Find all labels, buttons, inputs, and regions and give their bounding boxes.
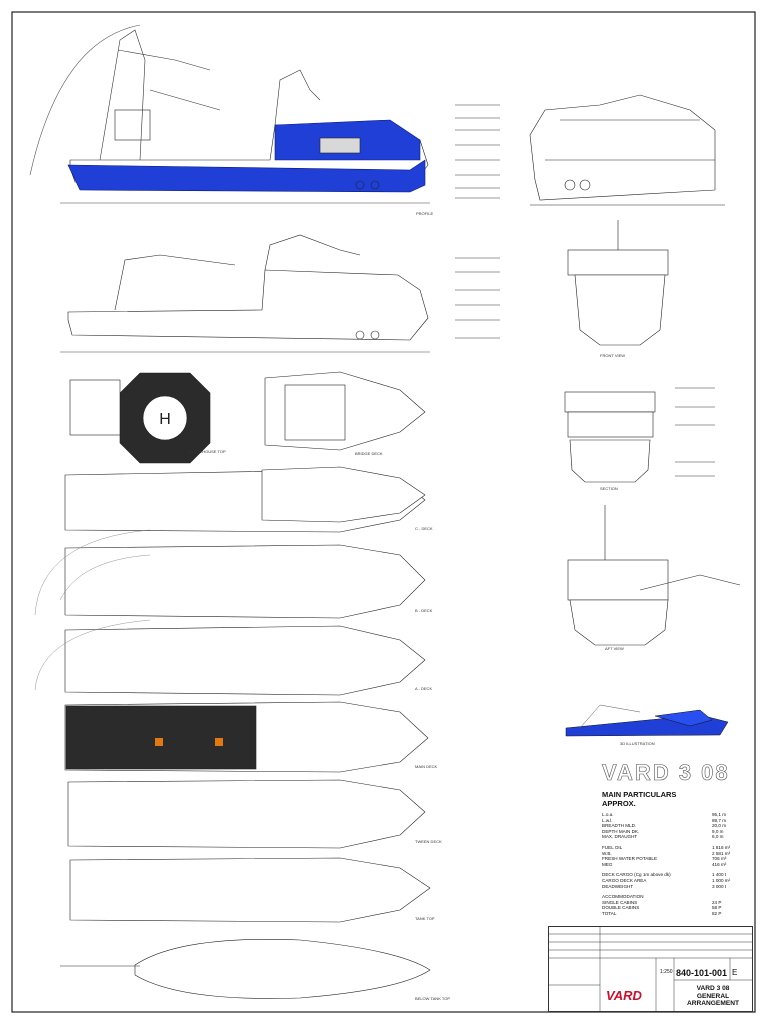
particular-value: 95,1 m [712, 812, 727, 817]
particular-row: FRESH WATER POTABLE 706 m³ [602, 856, 742, 862]
scale: 1:250 [660, 969, 673, 975]
label-a-deck: A - DECK [415, 686, 432, 691]
particular-row: BREADTH MLD. 20,0 m [602, 823, 742, 829]
label-wheelhouse-top: WHEELHOUSE TOP [188, 449, 226, 454]
particular-label: MEG [602, 861, 613, 867]
particular-value: 1 616 m³ [712, 844, 731, 850]
particular-label: DECK CARGO (Cg 1m above dk) [602, 872, 671, 878]
particular-value: 1 000 m² [712, 877, 731, 883]
profile-view-2 [60, 234, 430, 353]
particular-label: ACCOMMODATION [602, 894, 644, 900]
label-front-view: FRONT VIEW [600, 353, 625, 358]
particular-value: 9,0 m [712, 828, 724, 834]
particular-label: BREADTH MLD. [602, 823, 637, 829]
title-block [548, 926, 753, 1012]
particular-label: TOTAL [602, 910, 617, 916]
particular-value: 3 000 t [712, 883, 727, 889]
particular-label: SINGLE CABINS [602, 899, 638, 905]
label-aft-view: AFT VIEW [605, 646, 624, 651]
particular-row: W.B. 2 581 m³ [602, 851, 742, 857]
level-markers-2 [455, 257, 500, 339]
particular-row: SINGLE CABINS 24 P [602, 900, 742, 906]
main-particulars: VARD 3 08 MAIN PARTICULARS APPROX. L.o.a… [602, 760, 742, 917]
particular-label: CARGO DECK AREA [602, 877, 647, 883]
particular-value: 1 400 t [712, 872, 727, 878]
particular-row: DEPTH MAIN DK. 9,0 m [602, 829, 742, 835]
label-profile: PROFILE [416, 211, 433, 216]
label-main-deck: MAIN DECK [415, 764, 438, 769]
particular-row: ACCOMMODATION [602, 894, 742, 900]
particular-row: CARGO DECK AREA 1 000 m² [602, 878, 742, 884]
particular-row: TOTAL 82 P [602, 911, 742, 917]
bridge-deck-view [264, 371, 426, 451]
particular-label: DEPTH MAIN DK. [602, 828, 640, 834]
label-3d-illustration: 3D ILLUSTRATION [620, 741, 655, 746]
drawing-title-line1: VARD 3 08 [696, 985, 730, 992]
label-tween-deck: TWEEN DECK [415, 839, 442, 844]
document-number: 840-101-001 [676, 968, 728, 978]
particular-value: 82 P [712, 910, 722, 916]
particular-value: 58 P [712, 905, 722, 911]
label-section: SECTION [600, 486, 618, 491]
particular-row: L.o.a. 95,1 m [602, 812, 742, 818]
particular-label: FRESH WATER POTABLE [602, 856, 658, 862]
particular-value: 89,7 m [712, 817, 727, 823]
particular-row: DECK CARGO (Cg 1m above dk) 1 400 t [602, 872, 742, 878]
label-tank-top: TANK TOP [415, 916, 435, 921]
label-b-deck: B - DECK [415, 608, 433, 613]
particular-label: L.o.a. [602, 812, 614, 817]
crane-radius-arcs [34, 529, 151, 691]
particular-row: MEG 416 m³ [602, 862, 742, 868]
level-markers-1 [455, 104, 500, 199]
particular-value: 24 P [712, 899, 722, 905]
svg-text:H: H [159, 411, 171, 428]
particulars-title: MAIN PARTICULARS [602, 790, 677, 799]
particular-label: FUEL OIL [602, 844, 623, 850]
label-c-deck: C - DECK [415, 526, 433, 531]
particulars-subtitle: APPROX. [602, 799, 636, 808]
drawing-title: VARD 3 08 GENERAL ARRANGEMENT [676, 985, 750, 1008]
particular-row: FUEL OIL 1 616 m³ [602, 845, 742, 851]
particular-row: DEADWEIGHT 3 000 t [602, 884, 742, 890]
particular-label: DEADWEIGHT [602, 883, 634, 889]
company-logo: VARD [606, 988, 642, 1003]
particular-label: MAX. DRAUGHT [602, 834, 638, 840]
drawing-title-line2: GENERAL ARRANGEMENT [686, 992, 740, 1008]
particular-value: 706 m³ [712, 856, 727, 862]
profile-view [29, 24, 430, 204]
particular-label: DOUBLE CABINS [602, 905, 640, 911]
level-markers-3 [675, 387, 715, 477]
vessel-logo: VARD 3 08 [602, 760, 730, 786]
particular-row: MAX. DRAUGHT 6,0 m [602, 834, 742, 840]
deck-plans [60, 466, 431, 999]
front-view [567, 220, 669, 346]
particular-value: 20,0 m [712, 823, 727, 829]
aft-profile-view [529, 94, 725, 206]
wheelhouse-top-view: H [69, 372, 211, 464]
label-below-tank-top: BELOW TANK TOP [415, 996, 450, 1001]
particular-value: 416 m³ [712, 861, 727, 867]
revision: E [732, 968, 738, 977]
section-view [564, 391, 656, 483]
aft-view [567, 505, 741, 646]
particular-row: DOUBLE CABINS 58 P [602, 905, 742, 911]
particular-label: L.w.l. [602, 817, 613, 823]
particular-label: W.B. [602, 850, 612, 856]
3d-illustration [565, 704, 729, 737]
particulars-list: L.o.a. 95,1 m L.w.l. 89,7 m BREADTH MLD. 20,0… [602, 812, 742, 917]
particular-value: 6,0 m [712, 834, 724, 840]
label-bridge-deck: BRIDGE DECK [355, 451, 383, 456]
particular-row: L.w.l. 89,7 m [602, 818, 742, 824]
particular-value: 2 581 m³ [712, 850, 731, 856]
